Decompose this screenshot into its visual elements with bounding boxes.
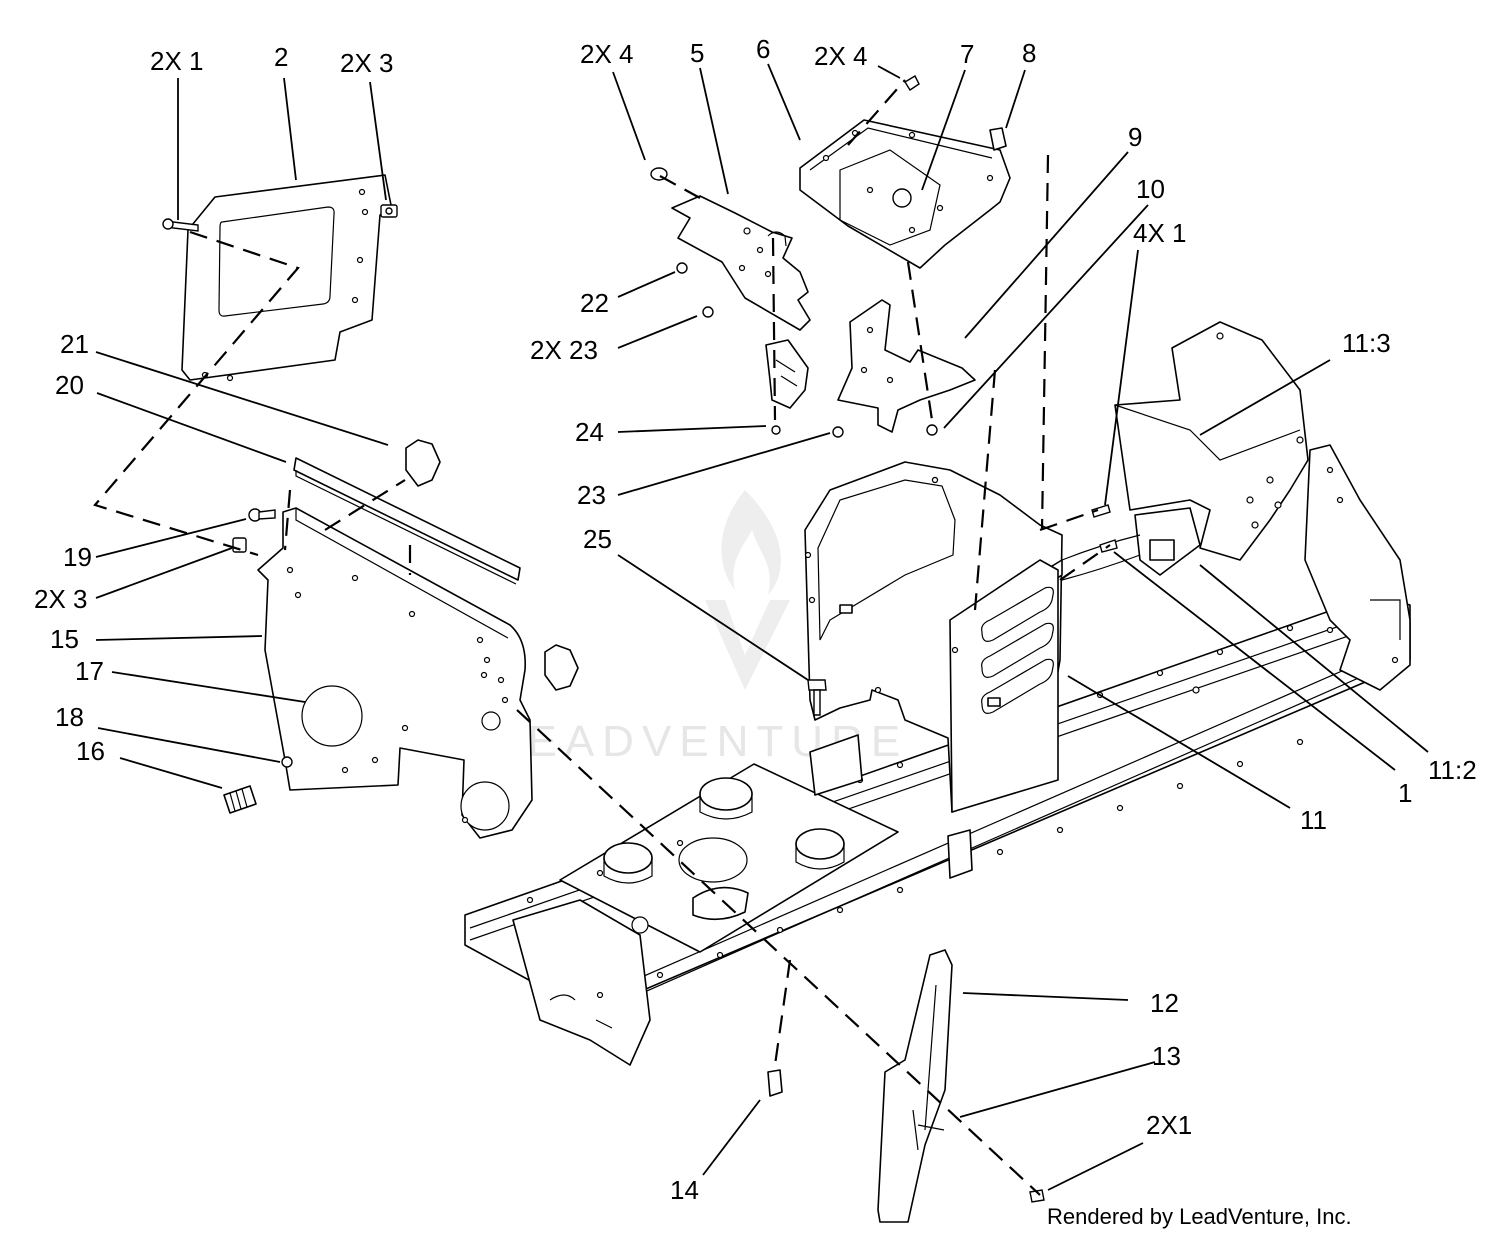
callout-25: 25 — [583, 524, 612, 554]
part-2-side-panel — [181, 174, 393, 382]
part-9-bracket — [837, 299, 976, 433]
callout-2x4-left: 2X 4 — [580, 39, 634, 69]
leader-lines — [95, 63, 1429, 1191]
callout-4x1: 4X 1 — [1133, 218, 1187, 248]
callout-11-2: 11:2 — [1428, 755, 1477, 785]
part-16-spring — [223, 785, 257, 814]
callout-9: 9 — [1128, 122, 1142, 152]
callout-2x3-top: 2X 3 — [340, 48, 394, 78]
rear-mount-plate — [1134, 507, 1201, 576]
part-22-washer — [676, 262, 688, 274]
fastener-bolt-1a — [162, 218, 199, 232]
part-14-clip — [767, 1069, 783, 1097]
part-7-knob — [892, 188, 912, 208]
part-18-nut — [281, 756, 293, 768]
part-8-clip — [989, 127, 1007, 151]
fastener-nut-23b — [832, 426, 844, 438]
part-11-console — [804, 461, 1141, 813]
credit-text: Rendered by LeadVenture, Inc. — [1047, 1204, 1352, 1229]
callout-6: 6 — [756, 34, 770, 64]
part-25-bolt — [807, 679, 827, 716]
fastener-bolt-1b — [1091, 504, 1111, 518]
callout-24: 24 — [575, 417, 604, 447]
callout-23: 23 — [577, 480, 606, 510]
fastener-bolt-1c — [1029, 1189, 1045, 1203]
callout-17: 17 — [75, 656, 104, 686]
callout-2x23: 2X 23 — [530, 335, 598, 365]
part-5-bracket — [671, 195, 811, 331]
callout-13: 13 — [1152, 1041, 1181, 1071]
callout-8: 8 — [1022, 38, 1036, 68]
callout-2x3-left: 2X 3 — [34, 584, 88, 614]
callout-21: 21 — [60, 329, 89, 359]
part-24-latch — [765, 339, 809, 435]
callout-20: 20 — [55, 370, 84, 400]
callout-15: 15 — [50, 624, 79, 654]
part-10-screw — [926, 424, 938, 436]
callout-18: 18 — [55, 702, 84, 732]
part-15-side-panel — [257, 507, 533, 839]
callout-2x4-right: 2X 4 — [814, 41, 868, 71]
callout-10: 10 — [1136, 174, 1165, 204]
part-19-bolt — [248, 508, 276, 522]
callout-labels: 2X 1 2 2X 3 21 20 19 2X 3 15 17 18 16 2X… — [34, 34, 1477, 1205]
callout-1: 1 — [1398, 778, 1412, 808]
part-12-side-rail — [877, 949, 953, 1223]
part-21-bracket — [405, 439, 579, 691]
callout-19: 19 — [63, 542, 92, 572]
frame-chassis — [464, 594, 1411, 1066]
fastener-nut-23a — [702, 306, 714, 318]
callout-22: 22 — [580, 288, 609, 318]
fastener-bolt-4b — [904, 75, 920, 91]
callout-7: 7 — [960, 39, 974, 69]
part-20-strip — [293, 457, 521, 585]
alignment-lines — [93, 79, 1111, 1196]
fastener-nut-3a — [380, 204, 398, 218]
callout-16: 16 — [76, 736, 105, 766]
part-11-2-bracket — [1304, 444, 1411, 691]
callout-2: 2 — [274, 42, 288, 72]
callout-2x1-bottom: 2X1 — [1146, 1110, 1192, 1140]
callout-11: 11 — [1300, 805, 1327, 835]
frame-holes — [526, 624, 1334, 999]
part-11-3-bracket — [1114, 321, 1309, 561]
callout-5: 5 — [690, 38, 704, 68]
callout-11-3: 11:3 — [1342, 328, 1391, 358]
callout-14: 14 — [670, 1175, 699, 1205]
callout-12: 12 — [1150, 988, 1179, 1018]
callout-2x1-top: 2X 1 — [150, 46, 204, 76]
